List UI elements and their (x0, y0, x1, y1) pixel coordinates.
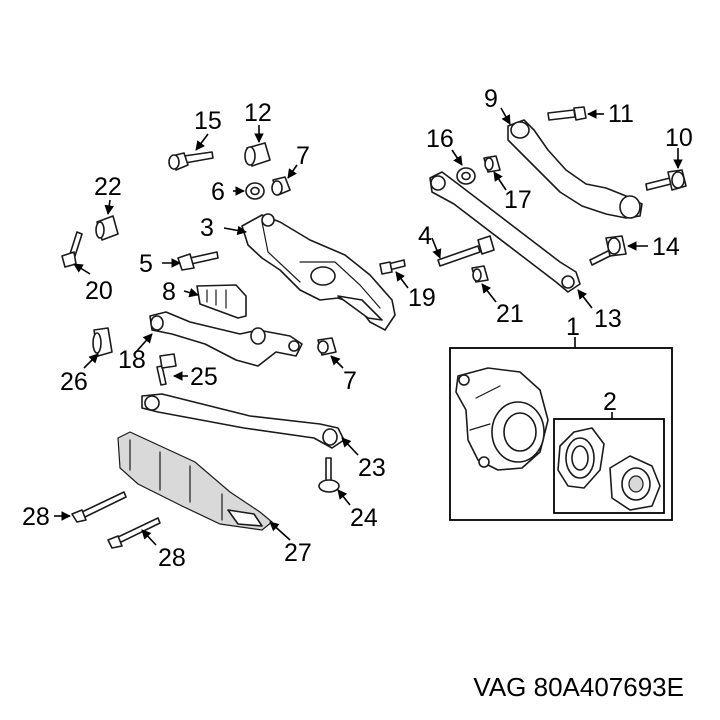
callout-14: 14 (652, 233, 680, 261)
part-3-control-arm (241, 213, 396, 331)
callout-2: 2 (603, 388, 617, 416)
callout-9: 9 (484, 85, 498, 113)
callout-7-upper: 7 (296, 142, 310, 170)
part-16-washer (456, 167, 476, 185)
part-22-bushing (95, 215, 119, 241)
part-15-bolt (168, 151, 214, 171)
callout-6: 6 (211, 178, 225, 206)
callout-20: 20 (85, 277, 113, 305)
part-10-bolt-nut (645, 169, 687, 191)
part-26-bushing (92, 327, 113, 357)
callout-25: 25 (190, 363, 218, 391)
callout-17: 17 (504, 186, 532, 214)
callout-8: 8 (162, 278, 176, 306)
part-19-bolt (379, 259, 406, 275)
callout-26: 26 (60, 368, 88, 396)
callout-23: 23 (358, 454, 386, 482)
callout-18: 18 (118, 346, 146, 374)
part-17-nut (483, 155, 501, 173)
callout-10: 10 (665, 124, 693, 152)
callout-5: 5 (139, 250, 153, 278)
callout-15: 15 (194, 107, 222, 135)
part-18-link (149, 311, 303, 367)
part-1-knuckle (455, 367, 549, 471)
part-5-bolt (177, 251, 219, 271)
part-27-shield (117, 431, 273, 531)
part-7-nut-lower (317, 337, 337, 356)
callout-11: 11 (608, 100, 634, 128)
callout-28-upper: 28 (22, 503, 50, 531)
callout-22: 22 (94, 173, 122, 201)
callout-16: 16 (426, 125, 454, 153)
callout-21: 21 (496, 300, 524, 328)
part-25-bolt (156, 353, 177, 386)
part-13-link (429, 171, 581, 293)
part-11-bolt (547, 106, 587, 121)
part-14-bolt (589, 235, 627, 266)
part-20-bolt (61, 231, 83, 268)
callout-7-lower: 7 (343, 367, 357, 395)
group-box-1 (449, 347, 673, 521)
callout-1: 1 (566, 313, 580, 341)
part-7-nut-upper (271, 176, 291, 196)
part-9-upper-arm (507, 119, 643, 219)
callout-4: 4 (418, 222, 432, 250)
part-28-bolt-upper (71, 491, 127, 523)
part-23-link (141, 393, 345, 449)
part-21-nut (471, 265, 489, 283)
part-12-bushing (244, 142, 271, 167)
group-box-2 (553, 418, 665, 514)
part-reference: VAG 80A407693E (473, 672, 684, 702)
part-2-hub-bearing (557, 427, 661, 511)
part-28-bolt-lower (107, 517, 161, 549)
part-24-bolt (318, 457, 340, 493)
part-4-bolt (437, 235, 495, 267)
part-8-bracket (196, 284, 247, 319)
callout-19: 19 (408, 284, 436, 312)
callout-24: 24 (350, 504, 378, 532)
callout-28-lower: 28 (158, 544, 186, 572)
callout-13: 13 (594, 305, 622, 333)
part-6-washer (245, 182, 265, 200)
callout-27: 27 (284, 539, 312, 567)
callout-3: 3 (200, 214, 214, 242)
callout-12: 12 (244, 99, 272, 127)
